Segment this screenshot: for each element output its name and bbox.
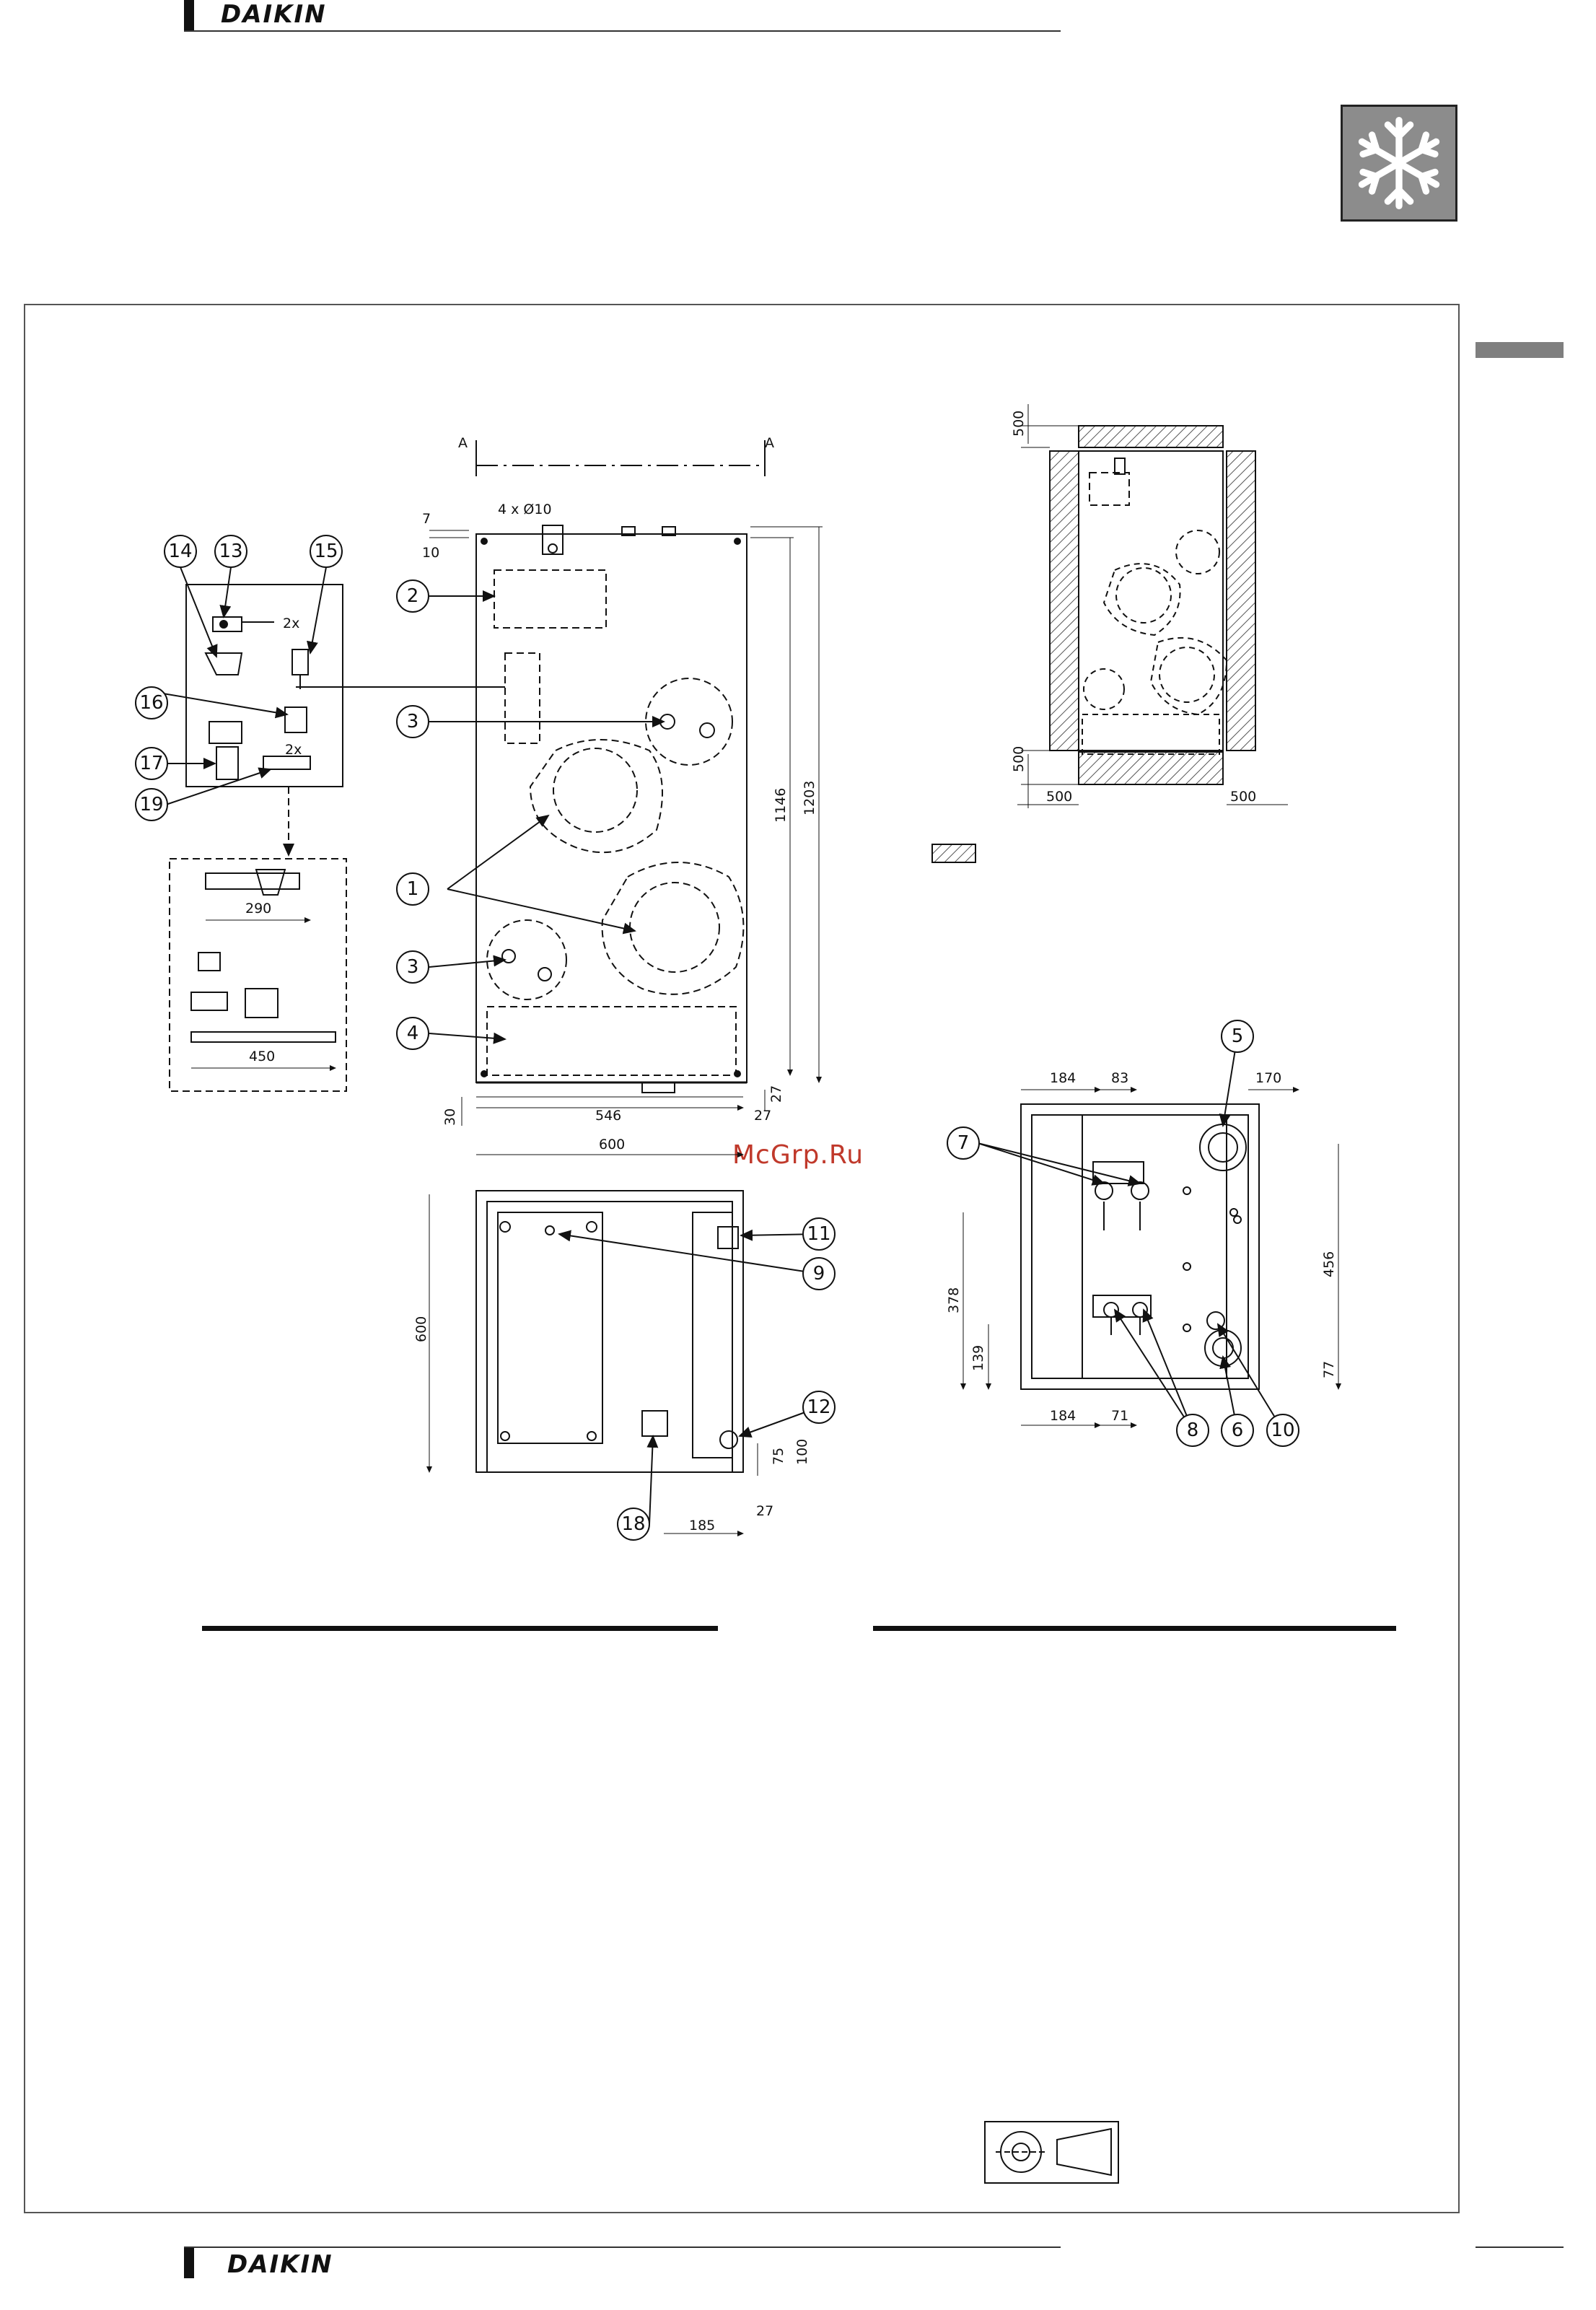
callout-9: 9 bbox=[813, 1263, 825, 1285]
dim-1146: 1146 bbox=[773, 788, 789, 823]
rear-view-dimensions: 184 83 170 456 378 139 77 184 71 bbox=[946, 1070, 1337, 1424]
callout-10: 10 bbox=[1271, 1419, 1294, 1441]
kit-detail bbox=[159, 567, 346, 1091]
dim-184-top: 184 bbox=[1050, 1070, 1076, 1086]
callout-1: 1 bbox=[407, 878, 419, 900]
dim-500-right: 500 bbox=[1230, 789, 1256, 805]
footer-rule-right bbox=[1476, 2246, 1564, 2248]
dim-500-left: 500 bbox=[1046, 789, 1072, 805]
dim-600-depth: 600 bbox=[413, 1316, 429, 1342]
top-view bbox=[429, 1155, 819, 1534]
callout-5: 5 bbox=[1232, 1025, 1244, 1047]
dim-71: 71 bbox=[1111, 1408, 1128, 1424]
dim-185: 185 bbox=[689, 1518, 715, 1534]
dim-30: 30 bbox=[442, 1108, 458, 1126]
dim-500-bottom: 500 bbox=[1011, 746, 1027, 772]
callout-13: 13 bbox=[219, 541, 242, 562]
dim-184-bottom: 184 bbox=[1050, 1408, 1076, 1424]
callout-7: 7 bbox=[957, 1132, 970, 1154]
dim-77: 77 bbox=[1321, 1361, 1337, 1378]
dim-27a: 27 bbox=[754, 1108, 771, 1124]
kit-2x-a: 2x bbox=[283, 616, 299, 631]
dim-100: 100 bbox=[794, 1439, 810, 1465]
dim-378: 378 bbox=[946, 1287, 962, 1313]
callout-11: 11 bbox=[807, 1223, 830, 1245]
dim-75: 75 bbox=[771, 1448, 786, 1465]
kit-labels: 2x 2x 290 450 bbox=[245, 616, 302, 1064]
callout-19: 19 bbox=[139, 794, 163, 815]
dim-600-width: 600 bbox=[599, 1137, 625, 1152]
footer-rule bbox=[184, 2246, 1061, 2248]
dim-holes: 4 x Ø10 bbox=[498, 502, 552, 517]
section-rule-left bbox=[202, 1626, 718, 1631]
dim-290: 290 bbox=[245, 901, 271, 916]
dim-170: 170 bbox=[1255, 1070, 1281, 1086]
callout-4: 4 bbox=[407, 1023, 419, 1044]
callout-15: 15 bbox=[314, 541, 338, 562]
dim-83: 83 bbox=[1111, 1070, 1128, 1086]
dim-450: 450 bbox=[249, 1049, 275, 1064]
dim-546: 546 bbox=[595, 1108, 621, 1124]
service-space-dimensions: 500 500 500 500 bbox=[1011, 411, 1256, 805]
section-a-left: A bbox=[458, 435, 468, 451]
callout-16: 16 bbox=[139, 692, 163, 714]
dim-139: 139 bbox=[970, 1345, 986, 1371]
callout-3-top: 3 bbox=[407, 711, 419, 732]
callout-6: 6 bbox=[1232, 1419, 1244, 1441]
footer-brand-bar bbox=[184, 2248, 194, 2278]
dim-top10: 10 bbox=[422, 545, 439, 561]
section-a-right: A bbox=[765, 435, 774, 451]
front-view-dimensions: 4 x Ø10 7 10 1146 1203 546 27 27 30 A A bbox=[422, 435, 817, 1126]
callout-3-bottom: 3 bbox=[407, 956, 419, 978]
callout-8: 8 bbox=[1187, 1419, 1199, 1441]
dim-top7: 7 bbox=[422, 511, 431, 527]
dim-500-top: 500 bbox=[1011, 411, 1027, 437]
callout-2: 2 bbox=[407, 585, 419, 607]
dim-27b: 27 bbox=[768, 1085, 784, 1103]
callout-18: 18 bbox=[621, 1513, 645, 1535]
section-rule-right bbox=[873, 1626, 1396, 1631]
rear-view bbox=[963, 1036, 1338, 1430]
callout-14: 14 bbox=[168, 541, 192, 562]
footer-logo: DAIKIN bbox=[227, 2250, 333, 2279]
dim-1203: 1203 bbox=[802, 781, 817, 815]
callout-12: 12 bbox=[807, 1396, 830, 1418]
kit-2x-b: 2x bbox=[285, 742, 302, 758]
top-view-dimensions: 600 600 75 100 185 27 bbox=[413, 1137, 810, 1534]
dim-456: 456 bbox=[1321, 1251, 1337, 1277]
callout-17: 17 bbox=[139, 753, 163, 774]
projection-symbol bbox=[985, 2122, 1118, 2183]
dim-27c: 27 bbox=[756, 1503, 773, 1519]
